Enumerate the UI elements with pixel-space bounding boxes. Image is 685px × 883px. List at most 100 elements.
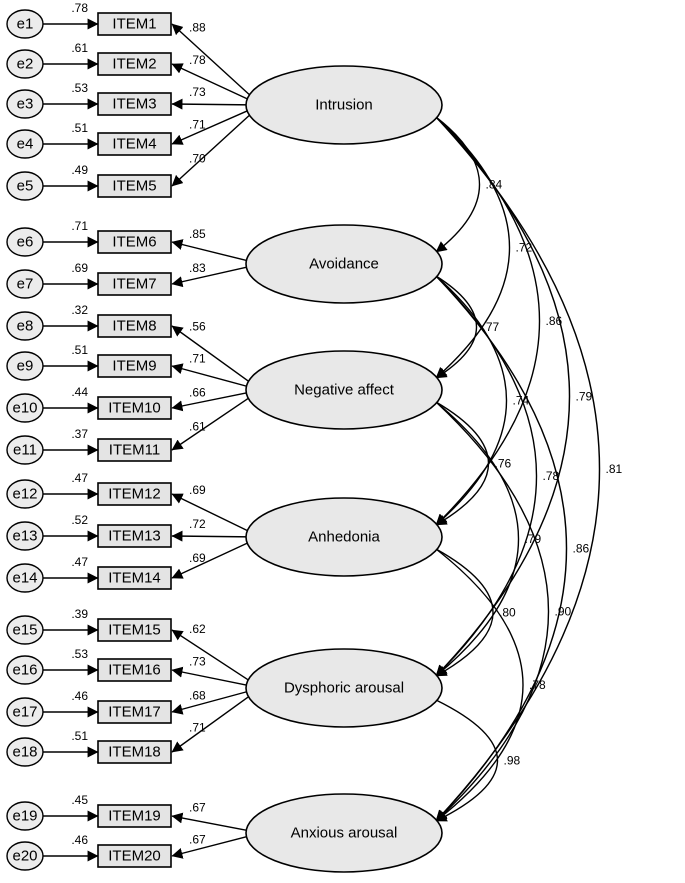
factor-anhedonia xyxy=(245,497,443,577)
loading-arrow-item-16 xyxy=(171,666,251,687)
error-term-label-e7: e7 xyxy=(17,276,34,293)
item-label-12: ITEM12 xyxy=(108,486,161,503)
item-box-1 xyxy=(97,12,172,36)
factor-label-anhedonia: Anhedonia xyxy=(308,529,380,546)
r-squared-item-14: .47 xyxy=(71,555,88,569)
error-term-label-e9: e9 xyxy=(17,358,34,375)
error-term-label-e19: e19 xyxy=(12,808,37,825)
error-term-label-e15: e15 xyxy=(12,622,37,639)
loading-value-item-14: .69 xyxy=(189,551,206,565)
factor-intrusion xyxy=(245,65,443,145)
item-box-17 xyxy=(97,700,172,724)
loading-arrow-item-3 xyxy=(171,98,251,110)
loading-value-item-16: .73 xyxy=(189,654,206,668)
item-box-7 xyxy=(97,272,172,296)
error-term-label-e8: e8 xyxy=(17,318,34,335)
error-term-e5 xyxy=(6,171,44,201)
loading-value-item-13: .72 xyxy=(189,517,206,531)
error-term-e13 xyxy=(6,521,44,551)
correlation-value-3-5: .79 xyxy=(525,532,542,546)
correlation-curve-1-2 xyxy=(424,106,481,253)
r-squared-item-4: .51 xyxy=(71,121,88,135)
loading-arrow-item-8 xyxy=(171,325,251,383)
error-term-label-e6: e6 xyxy=(17,234,34,251)
item-label-10: ITEM10 xyxy=(108,400,161,417)
item-label-20: ITEM20 xyxy=(108,848,161,865)
loading-value-item-11: .61 xyxy=(189,419,206,433)
r-squared-item-18: .51 xyxy=(71,729,88,743)
factor-label-avoidance: Avoidance xyxy=(309,256,379,273)
factor-negative-affect xyxy=(245,350,443,430)
error-term-label-e11: e11 xyxy=(13,442,37,459)
loading-value-item-15: .62 xyxy=(189,622,206,636)
error-term-e11 xyxy=(6,435,44,465)
item-box-18 xyxy=(97,740,172,764)
error-term-label-e17: e17 xyxy=(12,704,37,721)
loading-arrow-item-20 xyxy=(171,835,251,859)
error-term-label-e5: e5 xyxy=(17,178,34,195)
item-box-20 xyxy=(97,844,172,868)
item-box-3 xyxy=(97,92,172,116)
factor-label-dysphoric-arousal: Dysphoric arousal xyxy=(284,680,404,697)
correlation-curve-5-6 xyxy=(424,690,498,822)
item-box-11 xyxy=(97,438,172,462)
error-term-e17 xyxy=(6,697,44,727)
r-squared-item-15: .39 xyxy=(71,607,88,621)
item-label-2: ITEM2 xyxy=(112,56,156,73)
factor-dysphoric-arousal xyxy=(245,648,443,728)
r-squared-item-19: .45 xyxy=(71,793,88,807)
item-box-9 xyxy=(97,354,172,378)
loading-value-item-7: .83 xyxy=(189,261,206,275)
loading-value-item-2: .78 xyxy=(189,53,206,67)
loading-value-item-4: .71 xyxy=(189,118,206,132)
item-label-1: ITEM1 xyxy=(112,16,156,33)
correlation-curve-4-5 xyxy=(424,539,494,677)
item-label-9: ITEM9 xyxy=(112,358,156,375)
item-label-17: ITEM17 xyxy=(108,704,161,721)
item-box-5 xyxy=(97,174,172,198)
item-label-5: ITEM5 xyxy=(112,178,156,195)
r-squared-item-5: .49 xyxy=(71,163,88,177)
correlation-curve-2-3 xyxy=(424,265,477,379)
correlation-value-1-6: .81 xyxy=(606,462,623,476)
loading-value-item-10: .66 xyxy=(189,386,206,400)
loading-arrow-item-12 xyxy=(171,493,251,533)
correlation-value-3-6: .90 xyxy=(555,605,572,619)
r-squared-item-11: .37 xyxy=(71,427,88,441)
error-term-e6 xyxy=(6,227,44,257)
item-label-11: ITEM11 xyxy=(109,442,160,459)
correlation-curve-3-4 xyxy=(424,391,489,526)
correlation-curve-2-4 xyxy=(424,264,508,526)
factor-label-negative-affect: Negative affect xyxy=(294,382,395,399)
loading-value-item-18: .71 xyxy=(189,721,206,735)
loading-arrow-item-4 xyxy=(171,109,251,145)
correlation-value-2-6: .86 xyxy=(573,542,590,556)
factor-avoidance xyxy=(245,224,443,304)
r-squared-item-9: .51 xyxy=(71,343,88,357)
loading-arrow-item-19 xyxy=(171,812,251,832)
error-term-e12 xyxy=(6,479,44,509)
loading-arrow-item-15 xyxy=(171,629,251,682)
r-squared-item-13: .52 xyxy=(71,513,88,527)
correlation-value-4-6: .78 xyxy=(529,678,546,692)
item-box-15 xyxy=(97,618,172,642)
loading-arrow-item-2 xyxy=(171,63,251,101)
correlation-curve-2-6 xyxy=(424,264,568,822)
item-box-19 xyxy=(97,804,172,828)
error-term-e20 xyxy=(6,841,44,871)
r-squared-item-8: .32 xyxy=(71,303,88,317)
r-squared-item-1: .78 xyxy=(71,1,88,15)
factor-anxious-arousal xyxy=(245,793,443,873)
item-box-16 xyxy=(97,658,172,682)
error-term-label-e20: e20 xyxy=(12,848,37,865)
item-label-6: ITEM6 xyxy=(112,234,156,251)
correlation-curve-1-6 xyxy=(424,105,601,822)
error-term-label-e10: e10 xyxy=(12,400,37,417)
factor-label-intrusion: Intrusion xyxy=(315,97,373,114)
error-term-e10 xyxy=(6,393,44,423)
error-term-e1 xyxy=(6,9,44,39)
item-box-12 xyxy=(97,482,172,506)
item-label-13: ITEM13 xyxy=(108,528,161,545)
item-label-3: ITEM3 xyxy=(112,96,156,113)
